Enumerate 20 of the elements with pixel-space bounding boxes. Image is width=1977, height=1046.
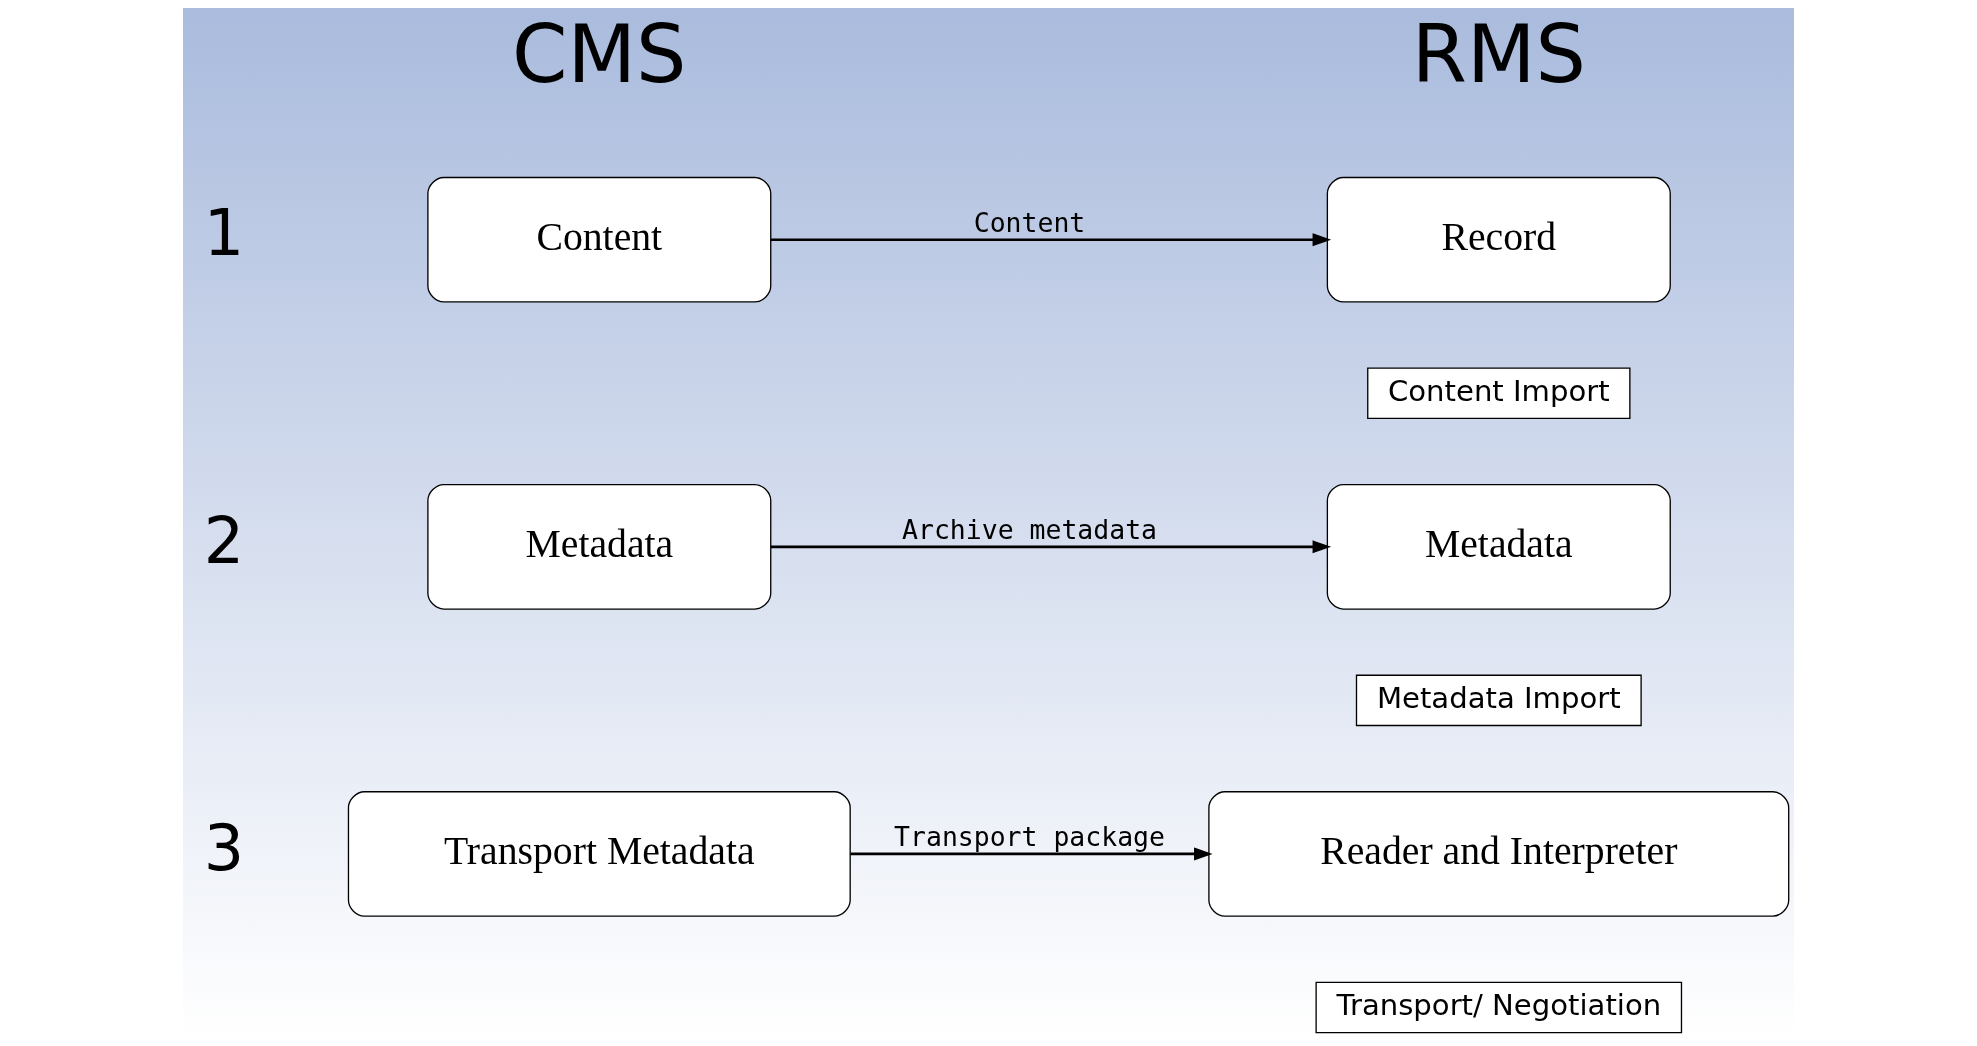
- node-box: Content: [427, 176, 772, 303]
- arrow: [770, 233, 1332, 247]
- arrow: [770, 540, 1332, 554]
- edge-label: Content: [973, 206, 1086, 238]
- arrow: [850, 847, 1213, 861]
- node-box: Metadata: [1326, 483, 1671, 610]
- label: RMS: [1411, 8, 1586, 102]
- label: CMS: [512, 8, 687, 102]
- node-box: Transport Metadata: [347, 791, 851, 917]
- label: 2: [203, 503, 245, 578]
- node-box: Reader and Interpreter: [1208, 791, 1790, 917]
- edge-label: Archive metadata: [902, 513, 1158, 545]
- node-box: Content Import: [1367, 367, 1631, 420]
- label: 1: [203, 196, 245, 271]
- node-box: Record: [1326, 176, 1671, 303]
- node-box: Metadata: [427, 483, 772, 610]
- node-box: Metadata Import: [1355, 674, 1642, 727]
- edge-label: Transport package: [894, 820, 1165, 852]
- label: 3: [203, 810, 245, 885]
- node-box: Transport/ Negotiation: [1315, 981, 1683, 1034]
